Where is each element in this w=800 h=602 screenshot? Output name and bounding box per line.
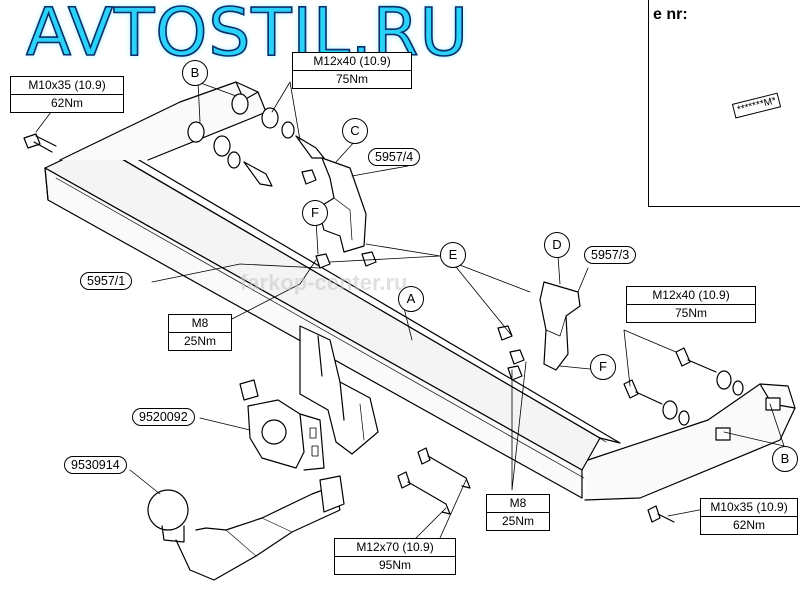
spec-nut-left: M8 25Nm xyxy=(168,314,232,351)
spec-bolt-left: M10x35 (10.9) 62Nm xyxy=(10,76,124,113)
callout-e: E xyxy=(440,242,466,268)
spec-bolt-right: M12x40 (10.9) 75Nm xyxy=(626,286,756,323)
ball-neck xyxy=(147,475,345,581)
sticker-tag: *******M* xyxy=(731,92,782,119)
part-ball-neck: 9530914 xyxy=(64,456,127,474)
callout-b-right: B xyxy=(772,446,798,472)
part-bracket-left: 5957/4 xyxy=(368,148,421,166)
callout-f-left: F xyxy=(302,200,328,226)
spec-size: M12x40 (10.9) xyxy=(293,53,411,71)
sticker-header: e nr: xyxy=(653,6,688,23)
spec-torque: 62Nm xyxy=(50,96,83,110)
spec-torque: 62Nm xyxy=(732,518,765,532)
spec-nut-center: M8 25Nm xyxy=(486,494,550,531)
callout-a: A xyxy=(398,286,424,312)
bracket-right xyxy=(539,281,581,371)
spec-torque: 75Nm xyxy=(674,306,707,320)
fasteners xyxy=(23,93,781,523)
spec-size: M12x70 (10.9) xyxy=(335,539,455,557)
callout-f-right: F xyxy=(590,354,616,380)
spec-bolt-top: M12x40 (10.9) 75Nm xyxy=(292,52,412,89)
spec-torque: 25Nm xyxy=(183,334,216,348)
part-socket-plate: 9520092 xyxy=(132,408,195,426)
warning-sticker: e nr: *******M* xyxy=(648,0,800,207)
callout-c: C xyxy=(342,118,368,144)
socket-plate xyxy=(239,379,325,471)
spec-bolt-bottom: M12x70 (10.9) 95Nm xyxy=(334,538,456,575)
spec-size: M8 xyxy=(487,495,549,513)
callout-d: D xyxy=(544,232,570,258)
spec-size: M10x35 (10.9) xyxy=(701,499,797,517)
spec-size: M12x40 (10.9) xyxy=(627,287,755,305)
spec-size: M10x35 (10.9) xyxy=(11,77,123,95)
crossbar xyxy=(44,81,796,501)
spec-bolt-bottom-right: M10x35 (10.9) 62Nm xyxy=(700,498,798,535)
spec-torque: 75Nm xyxy=(335,72,368,86)
spec-torque: 95Nm xyxy=(378,558,411,572)
part-bracket-right: 5957/3 xyxy=(584,246,637,264)
part-crossbar: 5957/1 xyxy=(80,272,133,290)
spec-size: M8 xyxy=(169,315,231,333)
watermark: farkop-center.ru xyxy=(240,270,408,295)
bracket-left xyxy=(317,157,367,253)
spec-torque: 25Nm xyxy=(501,514,534,528)
callout-b-top: B xyxy=(182,60,208,86)
